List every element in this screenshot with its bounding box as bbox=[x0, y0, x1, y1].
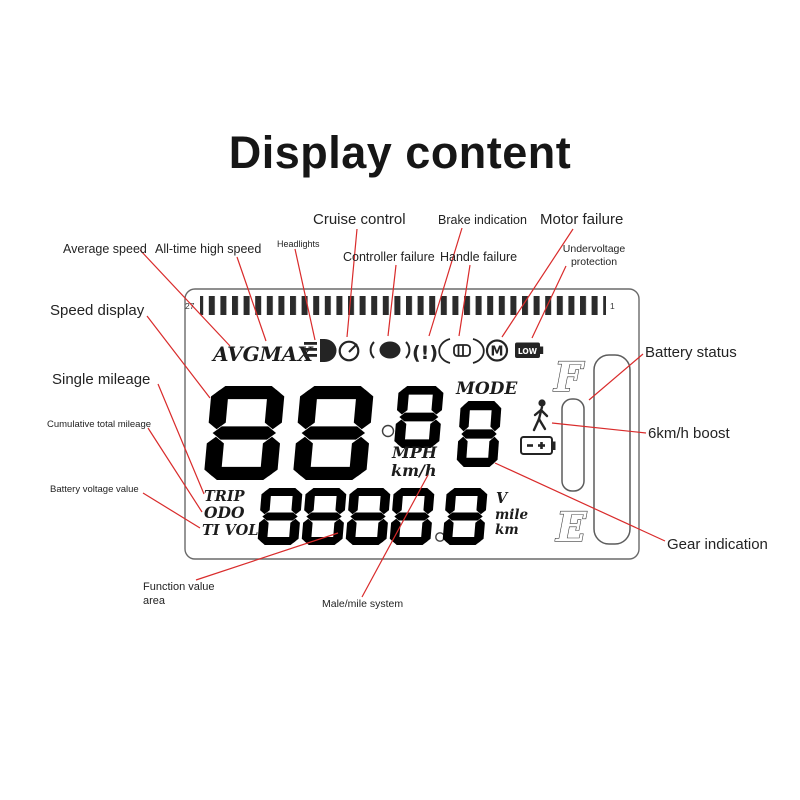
callout-headlights: Headlights bbox=[277, 239, 320, 249]
cruise-control-icon bbox=[338, 340, 360, 362]
brake-indication-icon bbox=[369, 341, 411, 359]
undervoltage-line2: protection bbox=[570, 256, 618, 269]
tivol-text: TI VOL bbox=[202, 522, 258, 539]
line-controller-failure bbox=[387, 264, 397, 337]
callout-brake-indication: Brake indication bbox=[438, 213, 527, 227]
line-average-speed bbox=[139, 249, 231, 347]
trip-text: TRIP bbox=[204, 488, 246, 505]
low-battery-icon: LOW bbox=[515, 342, 544, 358]
callout-battery-voltage-value: Battery voltage value bbox=[50, 484, 139, 495]
callout-all-time-high-speed: All-time high speed bbox=[155, 242, 262, 256]
line-boost-6kmh bbox=[551, 422, 647, 434]
function-value-digits bbox=[257, 488, 488, 545]
headlights-icon bbox=[304, 339, 337, 362]
battery-scale-bar bbox=[200, 296, 606, 315]
line-male-mile-system bbox=[361, 474, 429, 598]
pedestrian-icon bbox=[532, 399, 549, 432]
line-headlights bbox=[294, 248, 316, 341]
line-function-value-area bbox=[195, 532, 339, 581]
function-value-line1: Function value bbox=[143, 581, 215, 593]
battery-empty-letter: E bbox=[555, 504, 587, 551]
line-speed-display bbox=[146, 315, 211, 399]
undervoltage-line1: Undervoltage bbox=[562, 243, 626, 255]
callout-single-mileage: Single mileage bbox=[52, 371, 151, 388]
battery-full-letter: F bbox=[553, 354, 585, 401]
svg-text:M: M bbox=[491, 345, 504, 360]
battery-gauge-inner bbox=[561, 398, 585, 492]
battery-icon bbox=[520, 436, 556, 455]
odo-text: ODO bbox=[204, 503, 245, 522]
line-cruise-control bbox=[346, 228, 358, 338]
line-undervoltage bbox=[531, 265, 567, 339]
mode-text: MODE bbox=[455, 379, 518, 399]
line-all-time-high-speed bbox=[236, 256, 267, 342]
battery-gauge-outer bbox=[593, 354, 631, 545]
line-brake-indication bbox=[428, 227, 463, 337]
callout-cumulative-total-mileage: Cumulative total mileage bbox=[47, 419, 152, 430]
controller-failure-icon: (!) bbox=[412, 342, 438, 364]
mph-text: MPH bbox=[391, 443, 438, 462]
scale-left-number: 27 bbox=[185, 301, 195, 311]
callout-boost-6kmh: 6km/h boost bbox=[648, 425, 730, 442]
callout-function-value-area: Function value area bbox=[143, 581, 223, 609]
scale-right-number: 1 bbox=[610, 301, 615, 311]
callout-speed-display: Speed display bbox=[50, 302, 145, 319]
line-gear-indication bbox=[494, 462, 666, 542]
line-motor-failure bbox=[501, 228, 574, 338]
page-title: Display content bbox=[228, 127, 572, 178]
motor-failure-icon: M bbox=[485, 339, 509, 362]
callout-controller-failure: Controller failure bbox=[343, 250, 435, 264]
speed-digits bbox=[203, 386, 444, 480]
line-battery-voltage-value bbox=[142, 492, 201, 529]
callout-male-mile-system: Male/mile system bbox=[322, 598, 404, 610]
line-single-mileage bbox=[157, 383, 205, 495]
avgmax-text: AVGMAX bbox=[211, 342, 314, 366]
line-handle-failure bbox=[458, 264, 471, 337]
callout-handle-failure: Handle failure bbox=[440, 250, 518, 264]
lcd-panel: 27 1 AVGMAX (!) bbox=[184, 288, 640, 560]
function-value-line2: area bbox=[143, 594, 166, 607]
kmh-text: km/h bbox=[391, 461, 437, 480]
km-text: km bbox=[495, 522, 519, 538]
callout-motor-failure: Motor failure bbox=[540, 211, 624, 228]
mile-text: mile bbox=[495, 507, 529, 523]
volt-text: V bbox=[496, 490, 509, 507]
callout-lines bbox=[139, 227, 666, 598]
callout-battery-status: Battery status bbox=[645, 344, 737, 361]
line-cumulative-total-mileage bbox=[147, 427, 203, 513]
callout-undervoltage-protection: Undervoltage protection bbox=[559, 243, 629, 269]
handle-failure-icon bbox=[438, 338, 485, 364]
callout-gear-indication: Gear indication bbox=[667, 536, 768, 553]
line-battery-status bbox=[588, 353, 644, 401]
svg-text:LOW: LOW bbox=[518, 347, 538, 356]
callout-average-speed: Average speed bbox=[63, 242, 147, 256]
callout-cruise-control: Cruise control bbox=[313, 211, 406, 228]
